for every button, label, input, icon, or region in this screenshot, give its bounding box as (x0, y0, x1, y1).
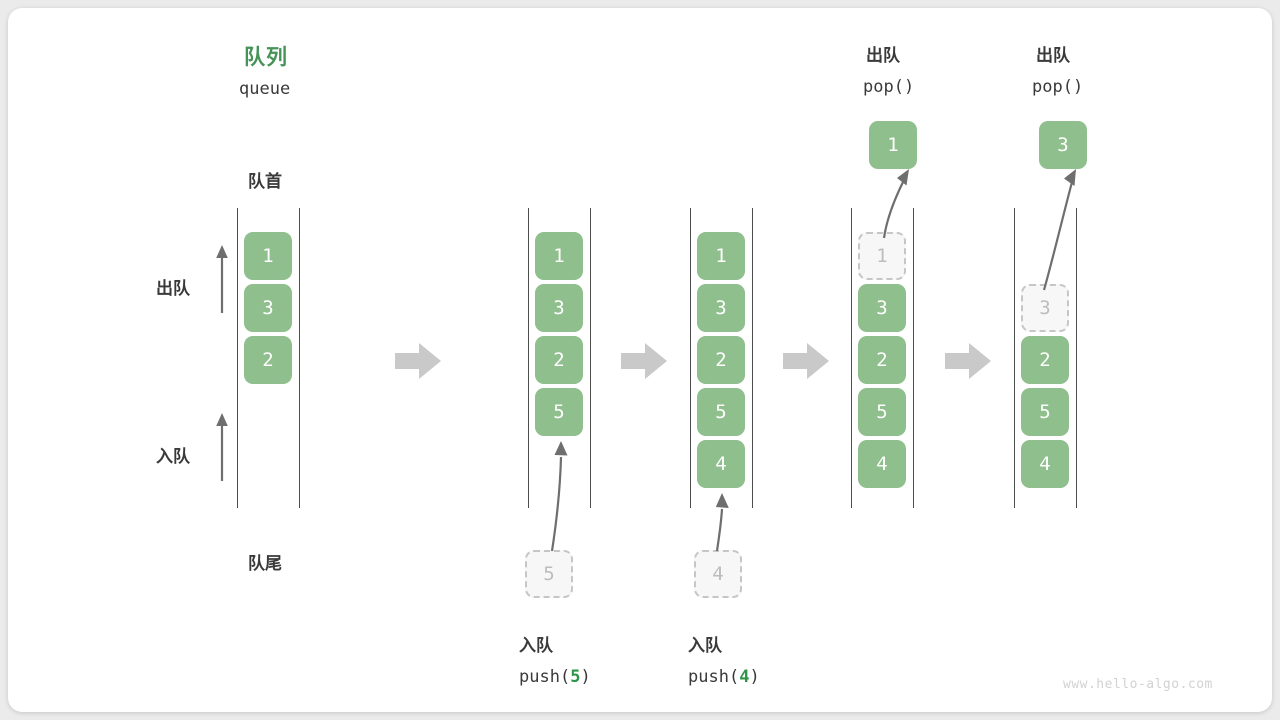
pop-result-cell: 1 (869, 121, 917, 169)
rail-right-step4 (1076, 208, 1077, 508)
step-transition-arrow (395, 343, 441, 379)
pop-result-cell: 3 (1039, 121, 1087, 169)
rail-left-step1 (528, 208, 529, 508)
label-dequeue: 出队 (156, 279, 190, 298)
queue-cell-new: 4 (697, 440, 745, 488)
watermark: www.hello-algo.com (1063, 677, 1213, 692)
push-fn-open: push( (519, 667, 571, 687)
step-transition-arrow (945, 343, 991, 379)
push-caption-cn: 入队 (688, 636, 722, 655)
step-transition-arrow (783, 343, 829, 379)
label-queue-front: 队首 (248, 172, 282, 191)
label-enqueue: 入队 (156, 447, 190, 466)
rail-left-step0 (237, 208, 238, 508)
queue-cell: 5 (1021, 388, 1069, 436)
popped-ghost-cell: 1 (858, 232, 906, 280)
push-fn-close: ) (580, 667, 591, 687)
queue-cell: 5 (697, 388, 745, 436)
push-input-ghost-cell: 5 (525, 550, 573, 598)
rail-left-step3 (851, 208, 852, 508)
queue-cell: 3 (858, 284, 906, 332)
rail-left-step4 (1014, 208, 1015, 508)
queue-cell: 4 (858, 440, 906, 488)
queue-cell: 2 (697, 336, 745, 384)
rail-right-step3 (913, 208, 914, 508)
push-caption-fn: push(5) (519, 667, 591, 687)
enqueue-direction-arrow (216, 413, 228, 481)
queue-cell: 2 (858, 336, 906, 384)
diagram-title-en: queue (239, 79, 291, 99)
queue-cell: 2 (1021, 336, 1069, 384)
push-arrow (715, 493, 729, 552)
label-queue-back: 队尾 (248, 554, 282, 573)
push-arrow (550, 441, 568, 552)
queue-cell: 1 (697, 232, 745, 280)
push-fn-arg: 5 (570, 667, 581, 687)
queue-cell: 3 (535, 284, 583, 332)
rail-right-step0 (299, 208, 300, 508)
diagram-stage: 队列 queue 队首 队尾 出队 入队 1 3 2 1 3 2 5 (8, 8, 1272, 712)
pop-header-fn: pop() (863, 77, 915, 97)
diagram-title-cn: 队列 (244, 46, 288, 69)
pop-arrow (1042, 169, 1076, 291)
queue-cell: 2 (244, 336, 292, 384)
queue-cell-new: 5 (535, 388, 583, 436)
queue-cell: 1 (244, 232, 292, 280)
queue-cell: 1 (535, 232, 583, 280)
queue-cell: 3 (697, 284, 745, 332)
push-caption-fn: push(4) (688, 667, 760, 687)
rail-right-step2 (752, 208, 753, 508)
push-fn-arg: 4 (739, 667, 750, 687)
push-fn-open: push( (688, 667, 740, 687)
rail-left-step2 (690, 208, 691, 508)
push-caption-cn: 入队 (519, 636, 553, 655)
popped-ghost-cell: 3 (1021, 284, 1069, 332)
queue-cell: 2 (535, 336, 583, 384)
queue-cell: 5 (858, 388, 906, 436)
pop-header-cn: 出队 (1036, 46, 1070, 65)
diagram-card: 队列 queue 队首 队尾 出队 入队 1 3 2 1 3 2 5 (8, 8, 1272, 712)
queue-cell: 3 (244, 284, 292, 332)
rail-right-step1 (590, 208, 591, 508)
queue-cell: 4 (1021, 440, 1069, 488)
pop-header-cn: 出队 (866, 46, 900, 65)
step-transition-arrow (621, 343, 667, 379)
push-input-ghost-cell: 4 (694, 550, 742, 598)
dequeue-direction-arrow (216, 245, 228, 313)
push-fn-close: ) (749, 667, 760, 687)
pop-arrow (882, 169, 909, 239)
pop-header-fn: pop() (1032, 77, 1084, 97)
